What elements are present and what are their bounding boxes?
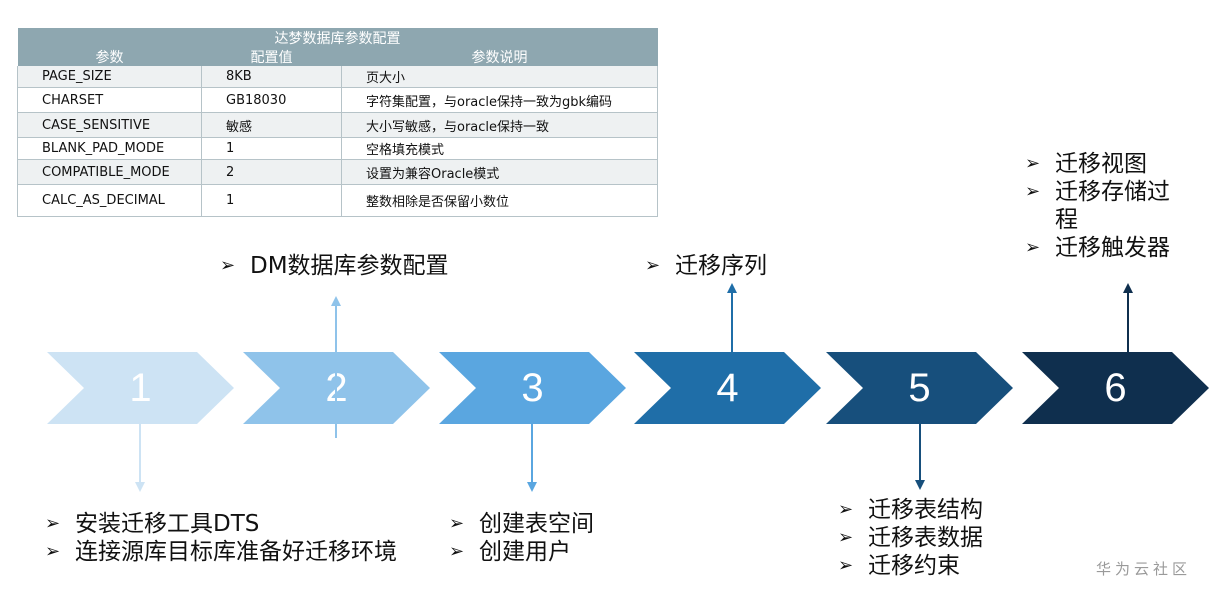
param-description: 大小写敏感，与oracle保持一致 bbox=[341, 112, 658, 138]
bullet-arrow-icon: ➢ bbox=[1025, 181, 1041, 202]
bullet-arrow-icon: ➢ bbox=[220, 255, 236, 276]
param-description: 整数相除是否保留小数位 bbox=[341, 184, 658, 217]
param-name: COMPATIBLE_MODE bbox=[17, 159, 202, 185]
list-item: ➢连接源库目标库准备好迁移环境 bbox=[45, 539, 397, 565]
table-row: PAGE_SIZE 8KB 页大小 bbox=[17, 66, 658, 88]
param-name: CHARSET bbox=[17, 87, 202, 113]
arrow-down-step-3 bbox=[527, 422, 537, 492]
param-value: GB18030 bbox=[201, 87, 342, 113]
param-description: 设置为兼容Oracle模式 bbox=[341, 159, 658, 185]
step-6-label-list: ➢迁移视图 ➢迁移存储过 程 ➢迁移触发器 bbox=[1025, 150, 1170, 262]
param-description: 字符集配置，与oracle保持一致为gbk编码 bbox=[341, 87, 658, 113]
column-header-param: 参数 bbox=[17, 50, 202, 66]
param-name: PAGE_SIZE bbox=[17, 66, 202, 88]
param-value: 敏感 bbox=[201, 112, 342, 138]
step-chevron-1: 1 bbox=[47, 352, 234, 424]
list-item: ➢迁移触发器 bbox=[1025, 235, 1170, 261]
table-title: 达梦数据库参数配置 bbox=[17, 28, 658, 50]
watermark: 华为云社区 bbox=[1096, 560, 1192, 578]
bullet-arrow-icon: ➢ bbox=[1025, 237, 1041, 258]
bullet-arrow-icon: ➢ bbox=[1025, 153, 1041, 174]
step-2-label-list: ➢DM数据库参数配置 bbox=[220, 252, 449, 280]
step-chevron-3: 3 bbox=[439, 352, 626, 424]
list-item: ➢DM数据库参数配置 bbox=[220, 253, 449, 279]
bullet-arrow-icon: ➢ bbox=[645, 255, 661, 276]
arrow-down-step-5 bbox=[915, 422, 925, 490]
arrow-up-step-4 bbox=[727, 283, 737, 355]
table-row: CHARSET GB18030 字符集配置，与oracle保持一致为gbk编码 bbox=[17, 87, 658, 113]
step-number: 3 bbox=[521, 366, 544, 410]
list-item-continuation: 程 bbox=[1055, 207, 1078, 233]
param-value: 2 bbox=[201, 159, 342, 185]
step-4-label-list: ➢迁移序列 bbox=[645, 252, 767, 280]
step-chevron-6: 6 bbox=[1022, 352, 1209, 424]
bullet-arrow-icon: ➢ bbox=[838, 527, 854, 548]
column-header-value: 配置值 bbox=[201, 50, 342, 66]
param-description: 空格填充模式 bbox=[341, 137, 658, 160]
param-name: BLANK_PAD_MODE bbox=[17, 137, 202, 160]
bullet-arrow-icon: ➢ bbox=[838, 499, 854, 520]
list-item: ➢创建用户 bbox=[449, 539, 571, 565]
step-chevron-5: 5 bbox=[826, 352, 1013, 424]
list-item: ➢创建表空间 bbox=[449, 511, 594, 537]
bullet-arrow-icon: ➢ bbox=[45, 513, 61, 534]
bullet-arrow-icon: ➢ bbox=[449, 541, 465, 562]
list-item: ➢迁移序列 bbox=[645, 253, 767, 279]
param-value: 1 bbox=[201, 184, 342, 217]
step-3-label-list: ➢创建表空间 ➢创建用户 bbox=[449, 510, 594, 566]
param-description: 页大小 bbox=[341, 66, 658, 88]
list-item: ➢迁移存储过 bbox=[1025, 179, 1170, 205]
parameter-table: 达梦数据库参数配置 参数 配置值 参数说明 PAGE_SIZE 8KB 页大小 … bbox=[17, 28, 658, 217]
list-item: ➢迁移表数据 bbox=[838, 525, 983, 551]
step-5-label-list: ➢迁移表结构 ➢迁移表数据 ➢迁移约束 bbox=[838, 496, 983, 580]
table-row: CASE_SENSITIVE 敏感 大小写敏感，与oracle保持一致 bbox=[17, 112, 658, 138]
param-name: CALC_AS_DECIMAL bbox=[17, 184, 202, 217]
list-item: ➢迁移视图 bbox=[1025, 151, 1147, 177]
list-item: ➢迁移约束 bbox=[838, 553, 960, 579]
bullet-arrow-icon: ➢ bbox=[449, 513, 465, 534]
step-chevron-4: 4 bbox=[634, 352, 821, 424]
arrow-down-step-1 bbox=[135, 422, 145, 492]
arrow-up-step-6 bbox=[1123, 283, 1133, 355]
column-header-description: 参数说明 bbox=[341, 50, 658, 66]
table-row: BLANK_PAD_MODE 1 空格填充模式 bbox=[17, 137, 658, 160]
step-number: 5 bbox=[908, 366, 931, 410]
bullet-arrow-icon: ➢ bbox=[838, 555, 854, 576]
arrow-up-step-2 bbox=[331, 296, 341, 438]
step-number: 4 bbox=[716, 366, 739, 410]
step-number: 6 bbox=[1104, 366, 1127, 410]
param-value: 8KB bbox=[201, 66, 342, 88]
param-name: CASE_SENSITIVE bbox=[17, 112, 202, 138]
param-value: 1 bbox=[201, 137, 342, 160]
list-item: ➢迁移表结构 bbox=[838, 497, 983, 523]
bullet-arrow-icon: ➢ bbox=[45, 541, 61, 562]
table-row: CALC_AS_DECIMAL 1 整数相除是否保留小数位 bbox=[17, 184, 658, 217]
table-row: COMPATIBLE_MODE 2 设置为兼容Oracle模式 bbox=[17, 159, 658, 185]
list-item: ➢安装迁移工具DTS bbox=[45, 511, 260, 537]
step-number: 1 bbox=[129, 366, 152, 410]
step-1-label-list: ➢安装迁移工具DTS ➢连接源库目标库准备好迁移环境 bbox=[45, 510, 397, 566]
